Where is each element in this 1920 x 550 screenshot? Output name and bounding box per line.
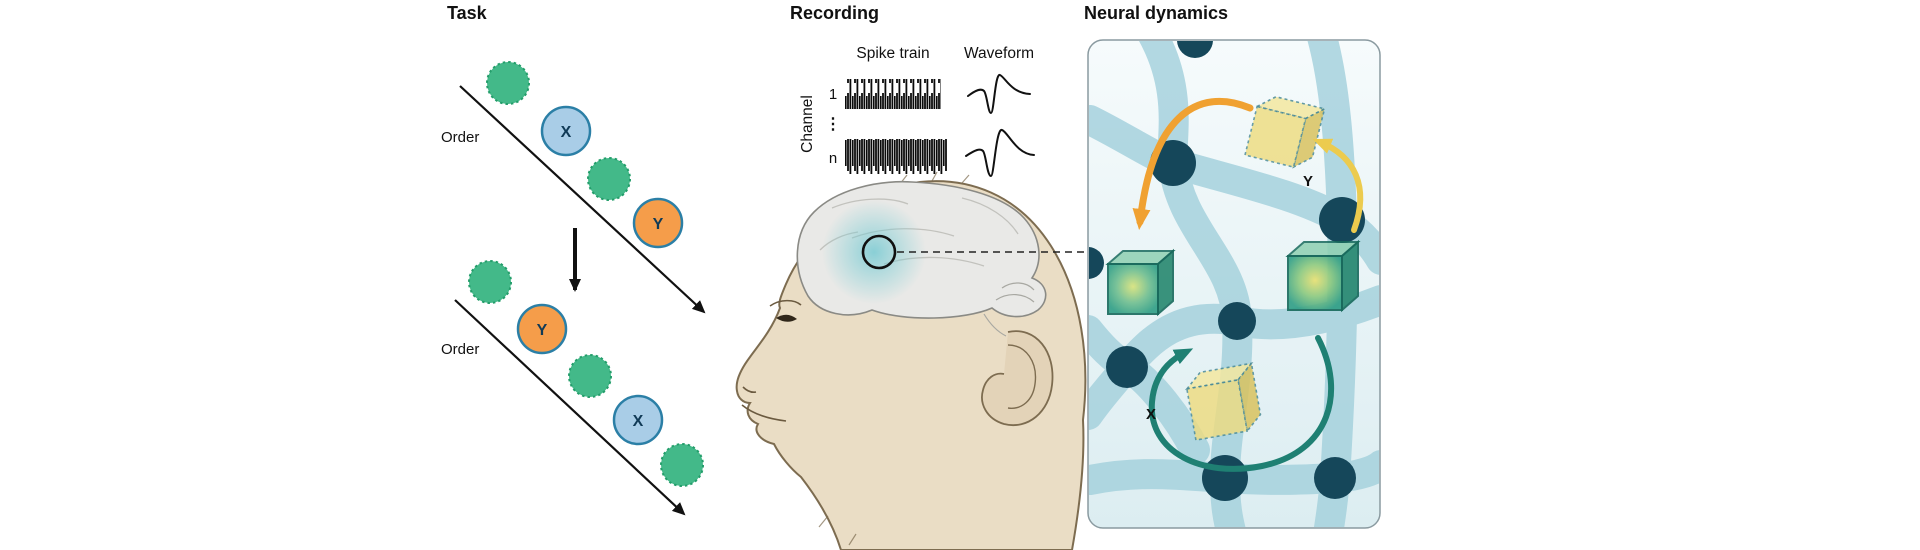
network-node — [1150, 140, 1196, 186]
cube-green-left — [1105, 248, 1176, 317]
task-panel: Task Order X Y Order Y X — [441, 3, 706, 516]
monkey-brow — [769, 299, 802, 307]
arrow-orange — [1132, 97, 1254, 230]
network-nodes — [1089, 41, 1365, 501]
network-band — [1089, 285, 1379, 430]
network-band — [1089, 450, 1379, 495]
recording-site-glow — [822, 200, 926, 304]
stimulus-y2-label: Y — [537, 322, 548, 339]
waveform-header: Waveform — [964, 45, 1034, 62]
distractor-circle — [486, 61, 530, 105]
network-node — [1314, 457, 1356, 499]
state-y-label: Y — [1303, 173, 1313, 190]
neural-dynamics-panel: Neural dynamics — [1084, 3, 1381, 529]
order-label-1: Order — [441, 129, 479, 146]
cerebellum-lines — [983, 282, 1035, 337]
arrow-teal — [1148, 335, 1335, 472]
channel-axis-label: Channel — [799, 95, 816, 153]
network-band — [1089, 105, 1379, 275]
monkey-head-illustration — [735, 171, 1087, 550]
stimulus-circle-x2 — [612, 394, 664, 446]
waveform-row-1 — [967, 73, 1031, 115]
arrow-yellow — [1312, 138, 1364, 233]
order-arrow-2 — [454, 299, 686, 516]
stimulus-x-label: X — [561, 124, 572, 141]
spike-train-row-1 — [845, 79, 941, 109]
recording-panel: Recording Spike train Waveform Channel 1… — [735, 3, 1087, 550]
stimulus-circle-y — [632, 197, 684, 249]
network-node — [1218, 302, 1256, 340]
neural-dynamics-title: Neural dynamics — [1084, 3, 1228, 23]
monkey-mouth — [741, 404, 787, 422]
monkey-fur-strokes — [818, 171, 970, 546]
spike-train-header: Spike train — [856, 45, 929, 62]
channel-ellipsis: ⋮ — [825, 116, 841, 133]
distractor-circle — [468, 260, 512, 304]
network-node — [1202, 455, 1248, 501]
network-node — [1177, 41, 1213, 58]
stimulus-circle-x — [540, 105, 592, 157]
channel-1-label: 1 — [829, 86, 837, 103]
cube-green-right — [1285, 239, 1361, 313]
stimulus-x2-label: X — [633, 413, 644, 430]
distractor-circle — [568, 354, 612, 398]
waveform-row-n — [965, 128, 1035, 178]
network-node — [1089, 247, 1104, 279]
monkey-ear — [981, 330, 1054, 427]
stimulus-y-label: Y — [653, 216, 664, 233]
task-panel-title: Task — [447, 3, 488, 23]
network-node — [1106, 346, 1148, 388]
monkey-ear-inner — [1007, 344, 1037, 409]
distractor-circle — [660, 443, 704, 487]
distractor-circle — [587, 157, 631, 201]
cube-x — [1184, 361, 1262, 442]
monkey-eye — [776, 314, 797, 322]
stimulus-circle-y2 — [516, 303, 568, 355]
cube-y — [1244, 95, 1327, 169]
spike-train-row-n — [845, 139, 947, 174]
order-arrow-1 — [459, 85, 706, 314]
order-label-2: Order — [441, 341, 479, 358]
monkey-nostril — [742, 386, 757, 394]
recording-site-circle — [861, 234, 897, 270]
state-x-label: X — [1146, 406, 1156, 423]
recording-panel-title: Recording — [790, 3, 879, 23]
channel-n-label: n — [829, 150, 837, 167]
